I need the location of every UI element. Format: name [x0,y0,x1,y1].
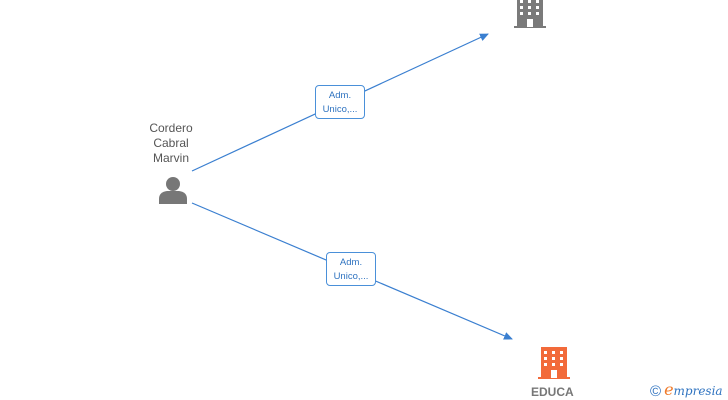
brand-rest: mpresia [673,384,723,398]
edge-label-line: Adm. [339,257,363,268]
edge-label-line: Unico,... [333,271,369,282]
person-icon[interactable] [159,177,187,204]
person-name-line: Cordero [149,121,193,135]
person-name-line: Cabral [153,136,189,150]
brand-logo: ©empresia [650,380,723,400]
person-name[interactable]: Cordero Cabral Marvin [131,121,211,166]
company-name-educa[interactable]: EDUCA [531,385,574,399]
person-name-line: Marvin [152,151,189,165]
building-icon-educa[interactable] [538,347,570,379]
edge-label-line: Unico,... [322,104,358,115]
building-icon-top[interactable] [514,0,546,28]
copyright-icon: © [650,383,662,400]
edge-label-educa[interactable]: Adm. Unico,... [326,252,376,286]
edge-label-top[interactable]: Adm. Unico,... [315,85,365,119]
brand-initial: e [664,380,674,399]
edge-label-line: Adm. [328,90,352,101]
